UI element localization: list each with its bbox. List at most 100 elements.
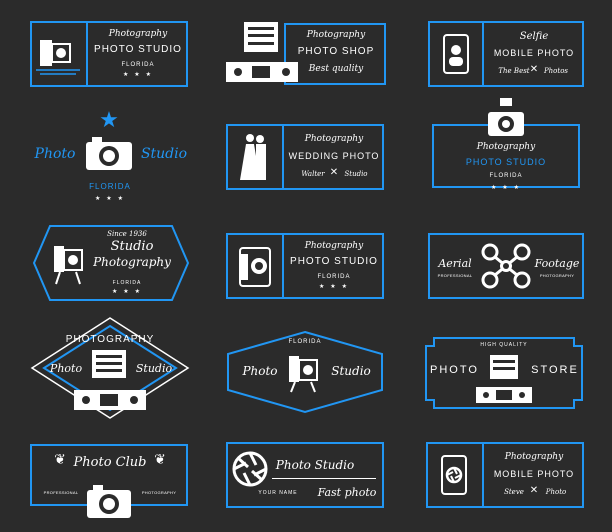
logo-title: WEDDING PHOTO — [288, 151, 380, 161]
logo-sub: FLORIDA — [121, 62, 155, 68]
logo-selfie-mobile-photo: Selfie MOBILE PHOTO The Best ✕ Photos — [428, 21, 584, 87]
cross-icon: ✕ — [529, 64, 539, 75]
logo-script: Photography — [304, 134, 364, 144]
smartphone-selfie-icon — [443, 34, 469, 74]
logo-frame — [226, 124, 384, 190]
logo-left: PROFESSIONAL — [43, 490, 79, 495]
logo-right: STORE — [531, 364, 579, 376]
logo-since: Since 1936 — [107, 230, 147, 238]
logo-right: Footage — [534, 257, 580, 270]
logo-frame — [428, 233, 584, 299]
logo-photo-shop: Photography PHOTO SHOP Best quality — [224, 16, 386, 88]
lens-camera-icon — [226, 22, 298, 82]
logo-title: PHOTO SHOP — [297, 46, 375, 57]
logo-aerial-footage: Aerial PROFESSIONAL Footage PHOTOGRAPHY — [428, 233, 584, 299]
logo-title: MOBILE PHOTO — [493, 48, 575, 58]
logo-stars: ★ ★ ★ — [95, 195, 125, 202]
logo-title: MOBILE PHOTO — [493, 469, 575, 479]
logo-right: Studio — [331, 364, 371, 378]
logo-title: Photo Studio — [275, 458, 355, 472]
logo-photo-studio-florida: Photography PHOTO STUDIO FLORIDA ★ ★ ★ — [30, 21, 188, 87]
logo-photography-diamond: PHOTOGRAPHY Photo Studio — [30, 316, 190, 420]
logo-frame — [30, 21, 188, 87]
logo-divider — [86, 21, 88, 87]
star-icon: ★ — [99, 108, 119, 133]
logo-right: Photos — [543, 67, 569, 75]
logo-photo-studio-camera: Photography PHOTO STUDIO FLORIDA ★ ★ ★ — [226, 233, 384, 299]
logo-script: Photography — [304, 241, 364, 251]
logo-sub: FLORIDA — [112, 280, 142, 286]
logo-title: PHOTO STUDIO — [94, 44, 182, 55]
logo-left: Steve — [504, 488, 524, 496]
logo-photo-studio-hex: FLORIDA Photo Studio — [226, 330, 384, 414]
lens-camera-icon — [74, 350, 146, 410]
logo-rule — [272, 478, 376, 479]
logo-sub: FLORIDA — [489, 173, 523, 179]
logo-right: Studio — [135, 362, 173, 375]
logo-frame — [226, 233, 384, 299]
hexagon-frame — [227, 330, 383, 414]
logo-stars: ★ ★ ★ — [123, 71, 153, 78]
logo-left: Photo — [34, 146, 76, 162]
logo-left: Photo — [242, 364, 278, 378]
logo-left: Walter — [301, 170, 325, 178]
laurel-right-icon: ❦ — [154, 452, 166, 468]
logo-stars: ★ ★ ★ — [112, 288, 142, 295]
logo-left: Aerial — [438, 257, 472, 270]
logo-right-sub: PHOTOGRAPHY — [539, 273, 575, 278]
logo-divider — [482, 442, 484, 508]
logo-left-sub: PROFESSIONAL — [437, 273, 473, 278]
logo-script: Photography — [504, 452, 564, 462]
logo-line1: Studio — [110, 239, 154, 254]
logo-right: Studio — [344, 170, 368, 178]
logo-sub: YOUR NAME — [258, 490, 298, 496]
logo-frame — [428, 21, 584, 87]
logo-stars: ★ ★ ★ — [319, 283, 349, 290]
logo-script: Selfie — [519, 31, 549, 42]
ticket-frame — [425, 337, 583, 409]
vintage-camera-icon — [54, 246, 83, 285]
hexagon-frame — [32, 225, 190, 301]
vintage-camera-icon — [289, 356, 318, 393]
logo-photo-store: HIGH QUALITY PHOTO STORE — [424, 336, 584, 410]
logo-left: PHOTO — [430, 364, 479, 376]
logo-top: PHOTOGRAPHY — [65, 334, 155, 345]
logo-right: Studio — [140, 146, 188, 162]
logo-right: Photo — [545, 488, 567, 496]
logo-frame — [284, 23, 386, 85]
logo-title: Photo Club — [73, 455, 147, 470]
logo-frame — [426, 442, 584, 508]
logo-frame — [226, 442, 384, 508]
logo-sub: FLORIDA — [89, 182, 131, 191]
logo-top: HIGH QUALITY — [480, 342, 528, 348]
logo-line2: Photography — [93, 255, 171, 269]
logo-photo-club: ❦ ❦ Photo Club PROFESSIONAL PHOTOGRAPHY — [30, 444, 188, 522]
logo-wedding-photo: Photography WEDDING PHOTO Walter ✕ Studi… — [226, 124, 384, 190]
cross-icon: ✕ — [529, 485, 539, 496]
camera-icon — [239, 247, 271, 287]
logo-photo-studio-star: ★ Photo Studio FLORIDA ★ ★ ★ — [30, 108, 190, 204]
logo-sub: FLORIDA — [317, 274, 351, 280]
logo-left: Photo — [49, 362, 83, 375]
cross-icon: ✕ — [329, 167, 339, 178]
camera-icon — [86, 137, 132, 170]
logo-title: PHOTO STUDIO — [290, 256, 378, 267]
logo-left: The Best — [498, 67, 530, 75]
vintage-camera-icon — [36, 40, 80, 75]
logo-divider — [282, 124, 284, 190]
logo-divider — [282, 233, 284, 299]
laurel-left-icon: ❦ — [54, 452, 66, 468]
logo-stars: ★ ★ ★ — [491, 184, 521, 191]
smartphone-aperture-icon — [441, 455, 467, 495]
logo-top: FLORIDA — [288, 339, 322, 345]
logo-photo-studio-aperture: Photo Studio YOUR NAME Fast photo — [226, 442, 384, 508]
wedding-couple-icon — [240, 134, 266, 180]
aperture-icon — [232, 451, 268, 487]
logo-script: Fast photo — [317, 486, 377, 499]
logo-title: PHOTO STUDIO — [465, 157, 547, 167]
logo-sub: Best quality — [308, 64, 364, 74]
logo-studio-photography-hex: Since 1936 Studio Photography FLORIDA ★ … — [32, 222, 190, 304]
logo-script: Photography — [108, 29, 168, 39]
logo-right: PHOTOGRAPHY — [141, 490, 177, 495]
logo-divider — [482, 21, 484, 87]
